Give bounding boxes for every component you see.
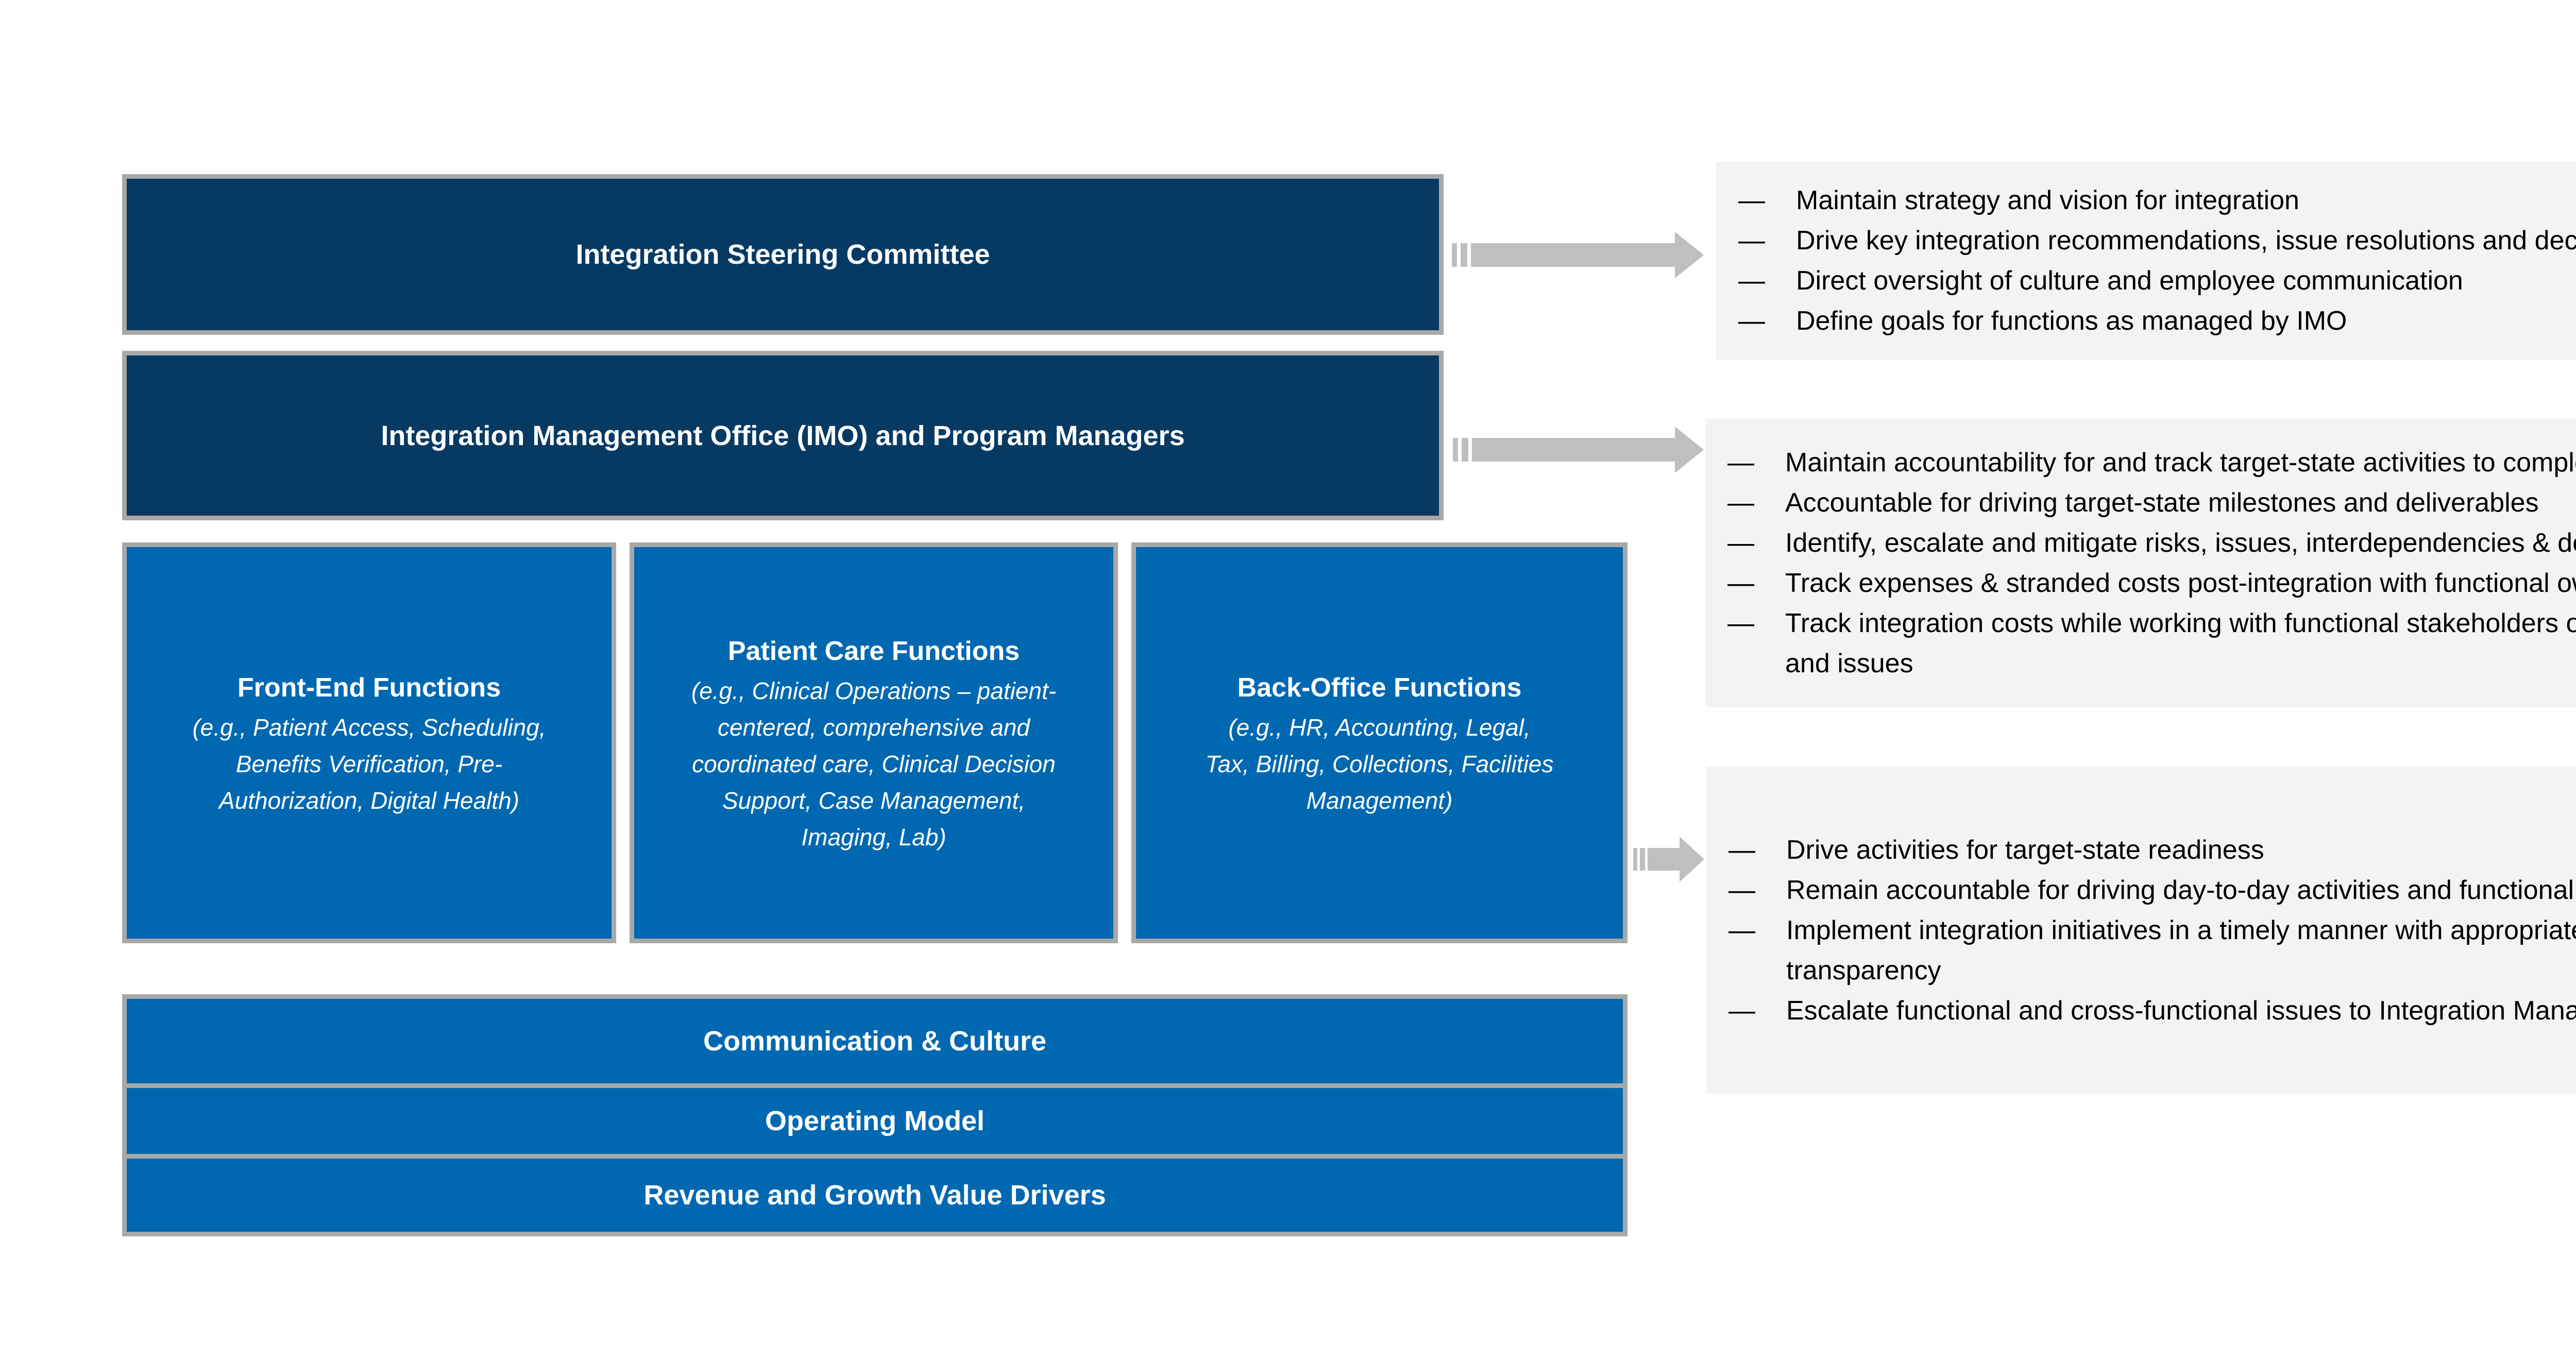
- functions-responsibilities-panel: — Drive activities for target-state read…: [1706, 767, 2576, 1094]
- list-item: — Accountable for driving target-state m…: [1718, 483, 2576, 523]
- bullet-dash: —: [1738, 185, 1765, 215]
- bullet-dash: —: [1738, 226, 1765, 256]
- bullet-dash: —: [1738, 266, 1765, 296]
- list-item: — Implement integration initiatives in a…: [1719, 910, 2576, 991]
- bullet-dash: —: [1727, 448, 1754, 478]
- communication-culture-bar: Communication & Culture: [127, 999, 1623, 1083]
- bullet-dash: —: [1728, 915, 1755, 945]
- steering-to-panel-arrow-icon: [1452, 232, 1708, 278]
- list-item: — Escalate functional and cross-function…: [1719, 991, 2576, 1031]
- list-item: — Maintain strategy and vision for integ…: [1729, 180, 2576, 220]
- list-item: — Remain accountable for driving day-to-…: [1719, 870, 2576, 910]
- list-item: — Track expenses & stranded costs post-i…: [1718, 563, 2576, 603]
- foundation-bars-stack: Communication & Culture Operating Model …: [122, 994, 1628, 1236]
- front-end-functions-title: Front-End Functions: [237, 672, 501, 703]
- list-item: — Drive key integration recommendations,…: [1729, 220, 2576, 261]
- bullet-dash: —: [1728, 875, 1755, 905]
- steering-committee-label: Integration Steering Committee: [575, 239, 990, 270]
- list-item: — Drive activities for target-state read…: [1719, 830, 2576, 870]
- patient-care-functions-subtitle: (e.g., Clinical Operations – patient- ce…: [691, 677, 1057, 851]
- front-end-functions-box: Front-End Functions (e.g., Patient Acces…: [122, 542, 616, 943]
- list-item: — Identify, escalate and mitigate risks,…: [1718, 523, 2576, 563]
- bullet-dash: —: [1728, 995, 1755, 1026]
- imo-label: Integration Management Office (IMO) and …: [381, 420, 1185, 451]
- list-item: — Define goals for functions as managed …: [1729, 301, 2576, 341]
- operating-model-label: Operating Model: [765, 1106, 985, 1136]
- functions-to-panel-arrow-icon: [1633, 837, 1707, 882]
- operating-model-bar: Operating Model: [127, 1088, 1623, 1154]
- list-item: — Track integration costs while working …: [1718, 603, 2576, 684]
- back-office-functions-title: Back-Office Functions: [1237, 672, 1522, 703]
- communication-culture-label: Communication & Culture: [703, 1026, 1046, 1057]
- back-office-functions-box: Back-Office Functions (e.g., HR, Account…: [1131, 542, 1628, 943]
- patient-care-functions-title: Patient Care Functions: [727, 636, 1020, 666]
- imo-to-panel-arrow-icon: [1453, 427, 1709, 473]
- list-item: — Maintain accountability for and track …: [1718, 443, 2576, 483]
- patient-care-functions-box: Patient Care Functions (e.g., Clinical O…: [630, 542, 1118, 943]
- list-item: — Direct oversight of culture and employ…: [1729, 261, 2576, 301]
- imo-responsibilities-panel: — Maintain accountability for and track …: [1705, 419, 2576, 707]
- bullet-dash: —: [1727, 568, 1754, 598]
- front-end-functions-subtitle: (e.g., Patient Access, Scheduling, Benef…: [192, 713, 546, 814]
- imo-box: Integration Management Office (IMO) and …: [122, 351, 1444, 520]
- bullet-dash: —: [1727, 528, 1754, 558]
- bullet-dash: —: [1738, 306, 1765, 336]
- back-office-functions-subtitle: (e.g., HR, Accounting, Legal, Tax, Billi…: [1205, 713, 1554, 814]
- bullet-dash: —: [1728, 835, 1755, 865]
- revenue-growth-bar: Revenue and Growth Value Drivers: [127, 1159, 1623, 1232]
- bullet-dash: —: [1727, 488, 1754, 518]
- steering-responsibilities-panel: — Maintain strategy and vision for integ…: [1716, 162, 2576, 360]
- revenue-growth-label: Revenue and Growth Value Drivers: [643, 1180, 1106, 1211]
- steering-committee-box: Integration Steering Committee: [122, 174, 1444, 335]
- bullet-dash: —: [1727, 608, 1754, 638]
